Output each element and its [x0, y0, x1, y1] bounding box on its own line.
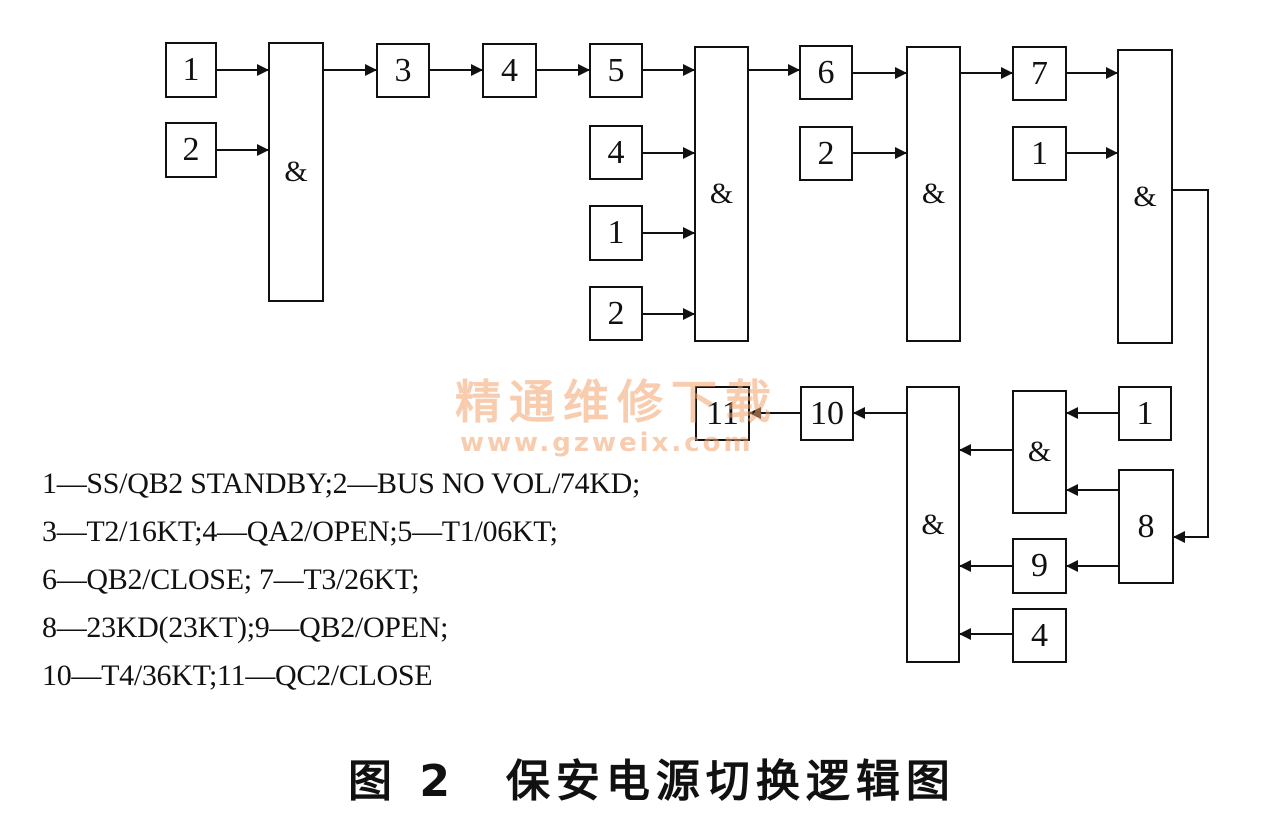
and-gate-5: &: [1012, 390, 1067, 514]
legend-line: 3—T2/16KT;4—QA2/OPEN;5—T1/06KT;: [42, 515, 558, 548]
watermark-url: www.gzweix.com: [460, 428, 754, 458]
node-box-4-c: 4: [1012, 608, 1067, 663]
and-gate-2: &: [694, 46, 749, 342]
watermark-text: 精通维修下载: [455, 375, 779, 429]
node-box-6: 6: [799, 45, 853, 100]
and-gate-4: &: [1117, 49, 1173, 344]
node-box-4: 4: [482, 43, 537, 98]
and-gate-1: &: [268, 42, 324, 302]
arrow-g4-8: [1173, 189, 1209, 543]
figure-caption: 图 2 保安电源切换逻辑图: [348, 756, 956, 807]
legend-line: 1—SS/QB2 STANDBY;2—BUS NO VOL/74KD;: [42, 467, 641, 500]
node-box-1-d: 1: [1118, 386, 1172, 441]
legend-line: 6—QB2/CLOSE; 7—T3/26KT;: [42, 563, 420, 596]
node-box-2-c: 2: [799, 126, 853, 181]
legend-line: 10—T4/36KT;11—QC2/CLOSE: [42, 659, 433, 692]
node-box-2: 2: [165, 122, 217, 178]
and-gate-6: &: [906, 386, 960, 663]
node-box-2-b: 2: [589, 286, 643, 341]
node-box-3: 3: [376, 43, 430, 98]
and-gate-3: &: [906, 46, 961, 342]
node-box-7: 7: [1012, 46, 1067, 101]
node-box-1-b: 1: [589, 205, 643, 261]
node-box-9: 9: [1012, 538, 1067, 594]
node-box-1: 1: [165, 42, 217, 98]
node-box-8: 8: [1118, 469, 1174, 584]
node-box-1-c: 1: [1012, 126, 1067, 181]
legend: 1—SS/QB2 STANDBY;2—BUS NO VOL/74KD; 3—T2…: [42, 460, 640, 700]
legend-line: 8—23KD(23KT);9—QB2/OPEN;: [42, 611, 449, 644]
node-box-4-b: 4: [589, 125, 643, 180]
node-box-5: 5: [589, 43, 643, 98]
node-box-11: 11: [695, 386, 750, 441]
node-box-10: 10: [800, 386, 854, 441]
